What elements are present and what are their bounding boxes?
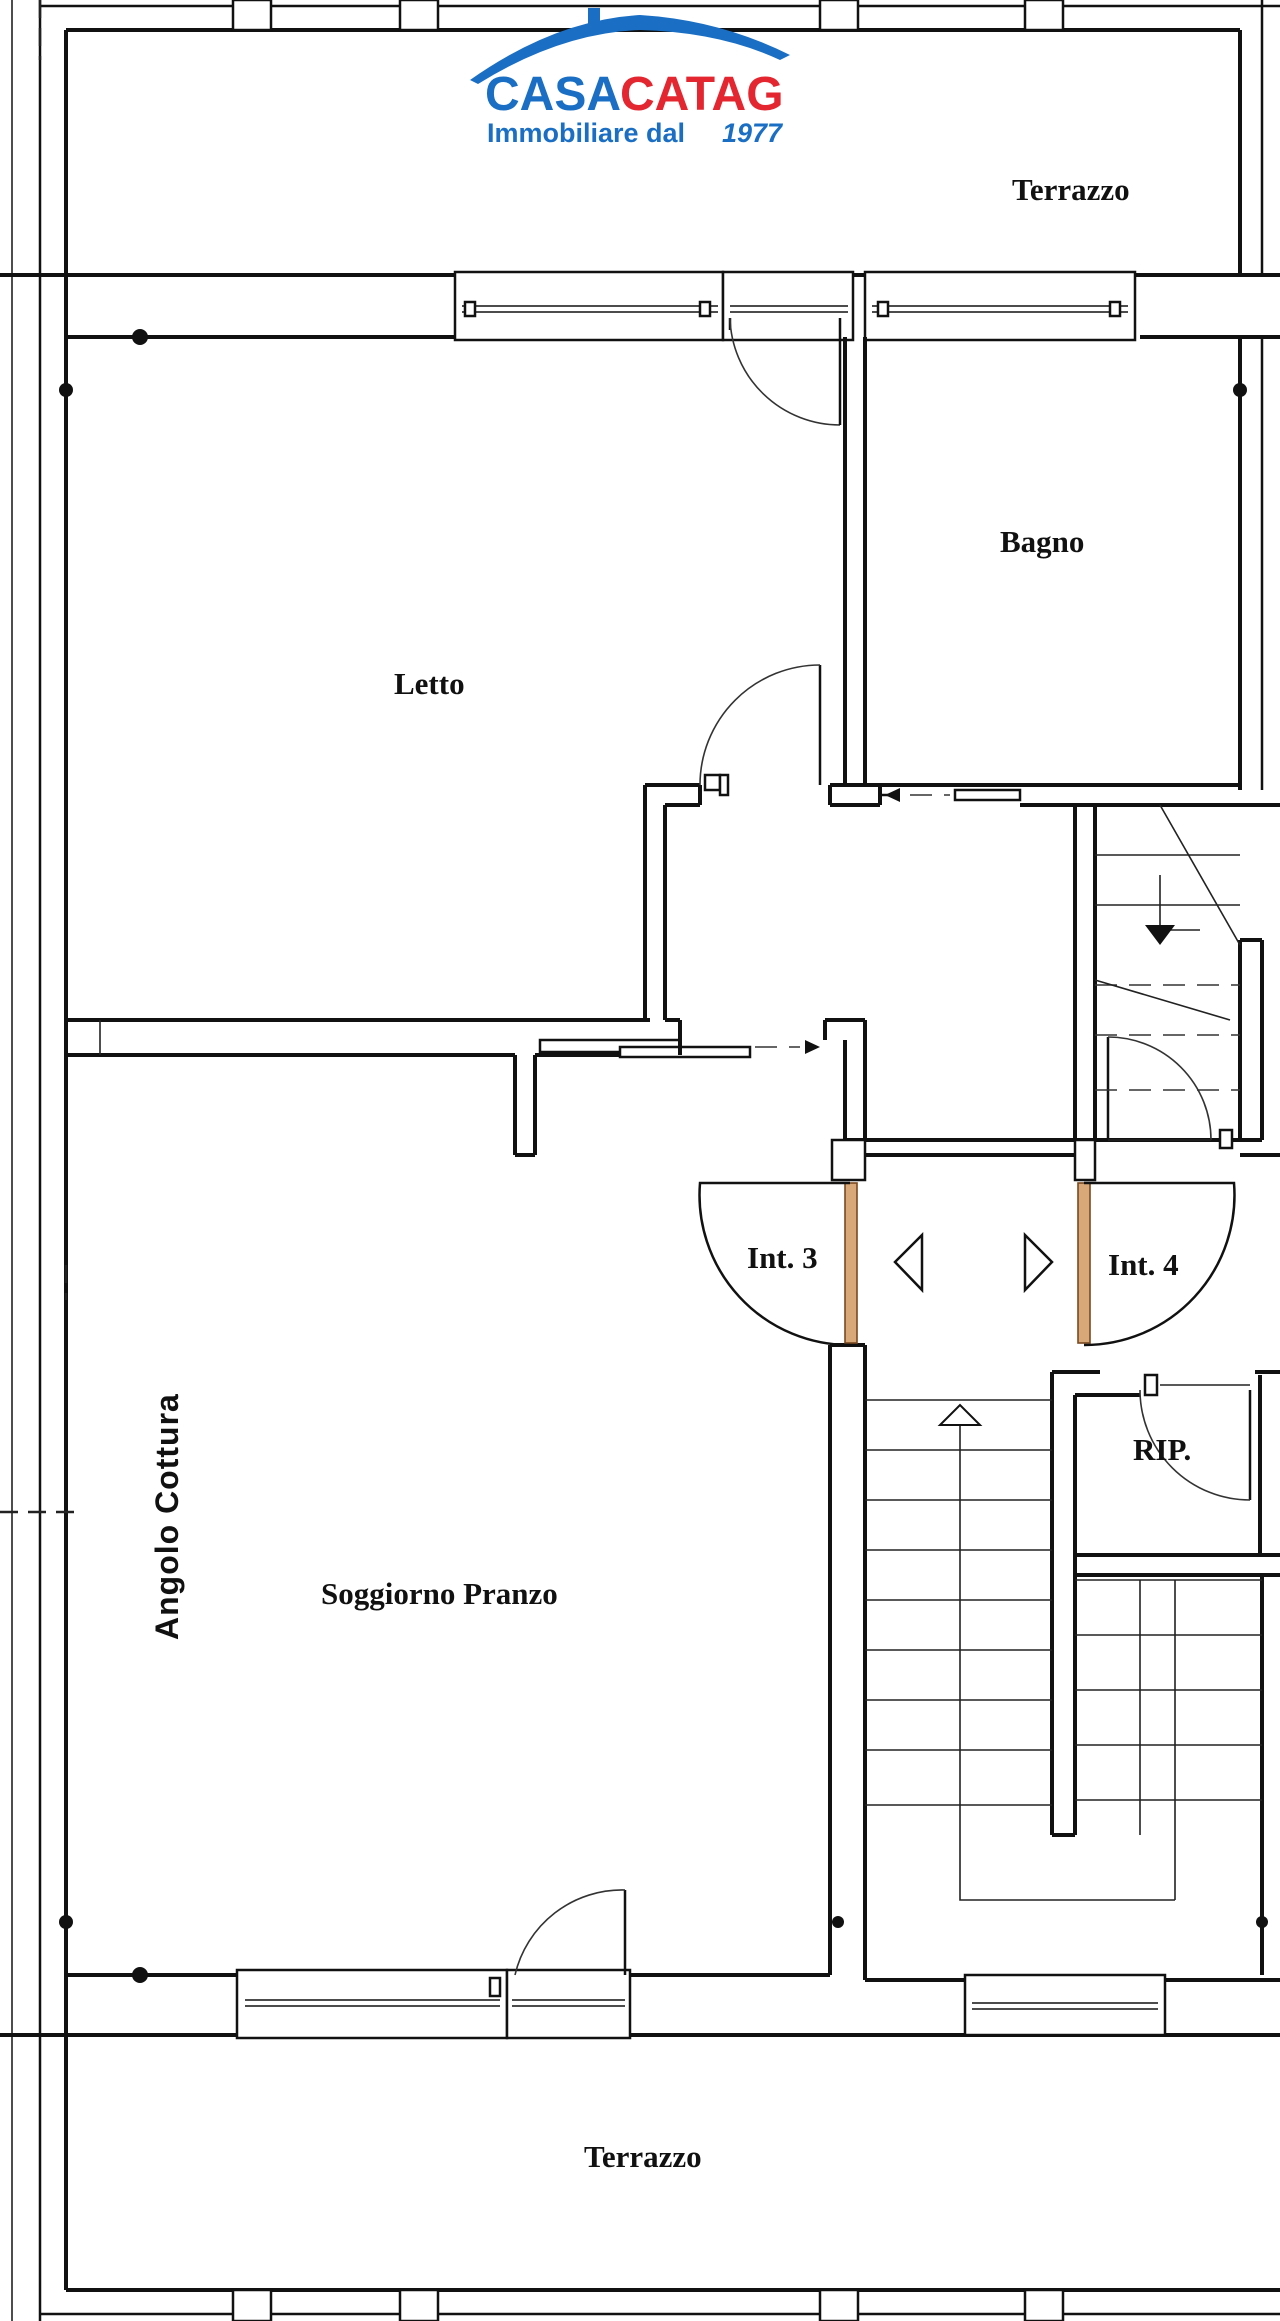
- logo-brand-part1: CASA: [485, 68, 621, 121]
- logo-tagline: Immobiliare dal: [487, 118, 685, 148]
- triangle-left-icon: [893, 1231, 924, 1294]
- staircase-lower: [865, 1399, 1262, 1901]
- room-label-letto: Letto: [394, 666, 465, 701]
- room-label-int4: Int. 4: [1108, 1247, 1179, 1282]
- logo-brand-part2: CATAG: [620, 68, 784, 121]
- sliding-arrows: [755, 788, 950, 1054]
- top-windows: [453, 270, 1137, 342]
- int3-entry-door: [844, 1182, 858, 1344]
- staircase-upper: [1094, 804, 1241, 1091]
- doors: [514, 317, 1252, 1976]
- bottom-windows: [235, 1968, 1167, 2040]
- axis-lines: [0, 0, 80, 1514]
- room-label-soggiorno: Soggiorno Pranzo: [321, 1576, 558, 1611]
- structural-nodes: [59, 329, 1268, 1983]
- room-label-angolo-cottura: Angolo Cottura: [149, 1393, 185, 1640]
- stair-arrow-down-icon: [1145, 925, 1175, 945]
- interior-walls: [0, 337, 1280, 2321]
- room-label-terrazzo-bottom: Terrazzo: [584, 2139, 702, 2174]
- room-label-bagno: Bagno: [1000, 524, 1084, 559]
- room-label-terrazzo-top: Terrazzo: [1012, 172, 1130, 207]
- company-logo: CASA CATAG Immobiliare dal 1977: [470, 8, 790, 148]
- logo-tagline-year: 1977: [722, 118, 784, 148]
- entry-doors: [698, 1181, 1236, 1347]
- room-label-rip: RIP.: [1133, 1432, 1191, 1467]
- stair-arrow-up-icon: [937, 1403, 983, 1426]
- int4-entry-door: [1077, 1182, 1091, 1344]
- room-label-int3: Int. 3: [747, 1240, 818, 1275]
- triangle-right-icon: [1023, 1231, 1054, 1294]
- house-roof-icon: [470, 15, 790, 84]
